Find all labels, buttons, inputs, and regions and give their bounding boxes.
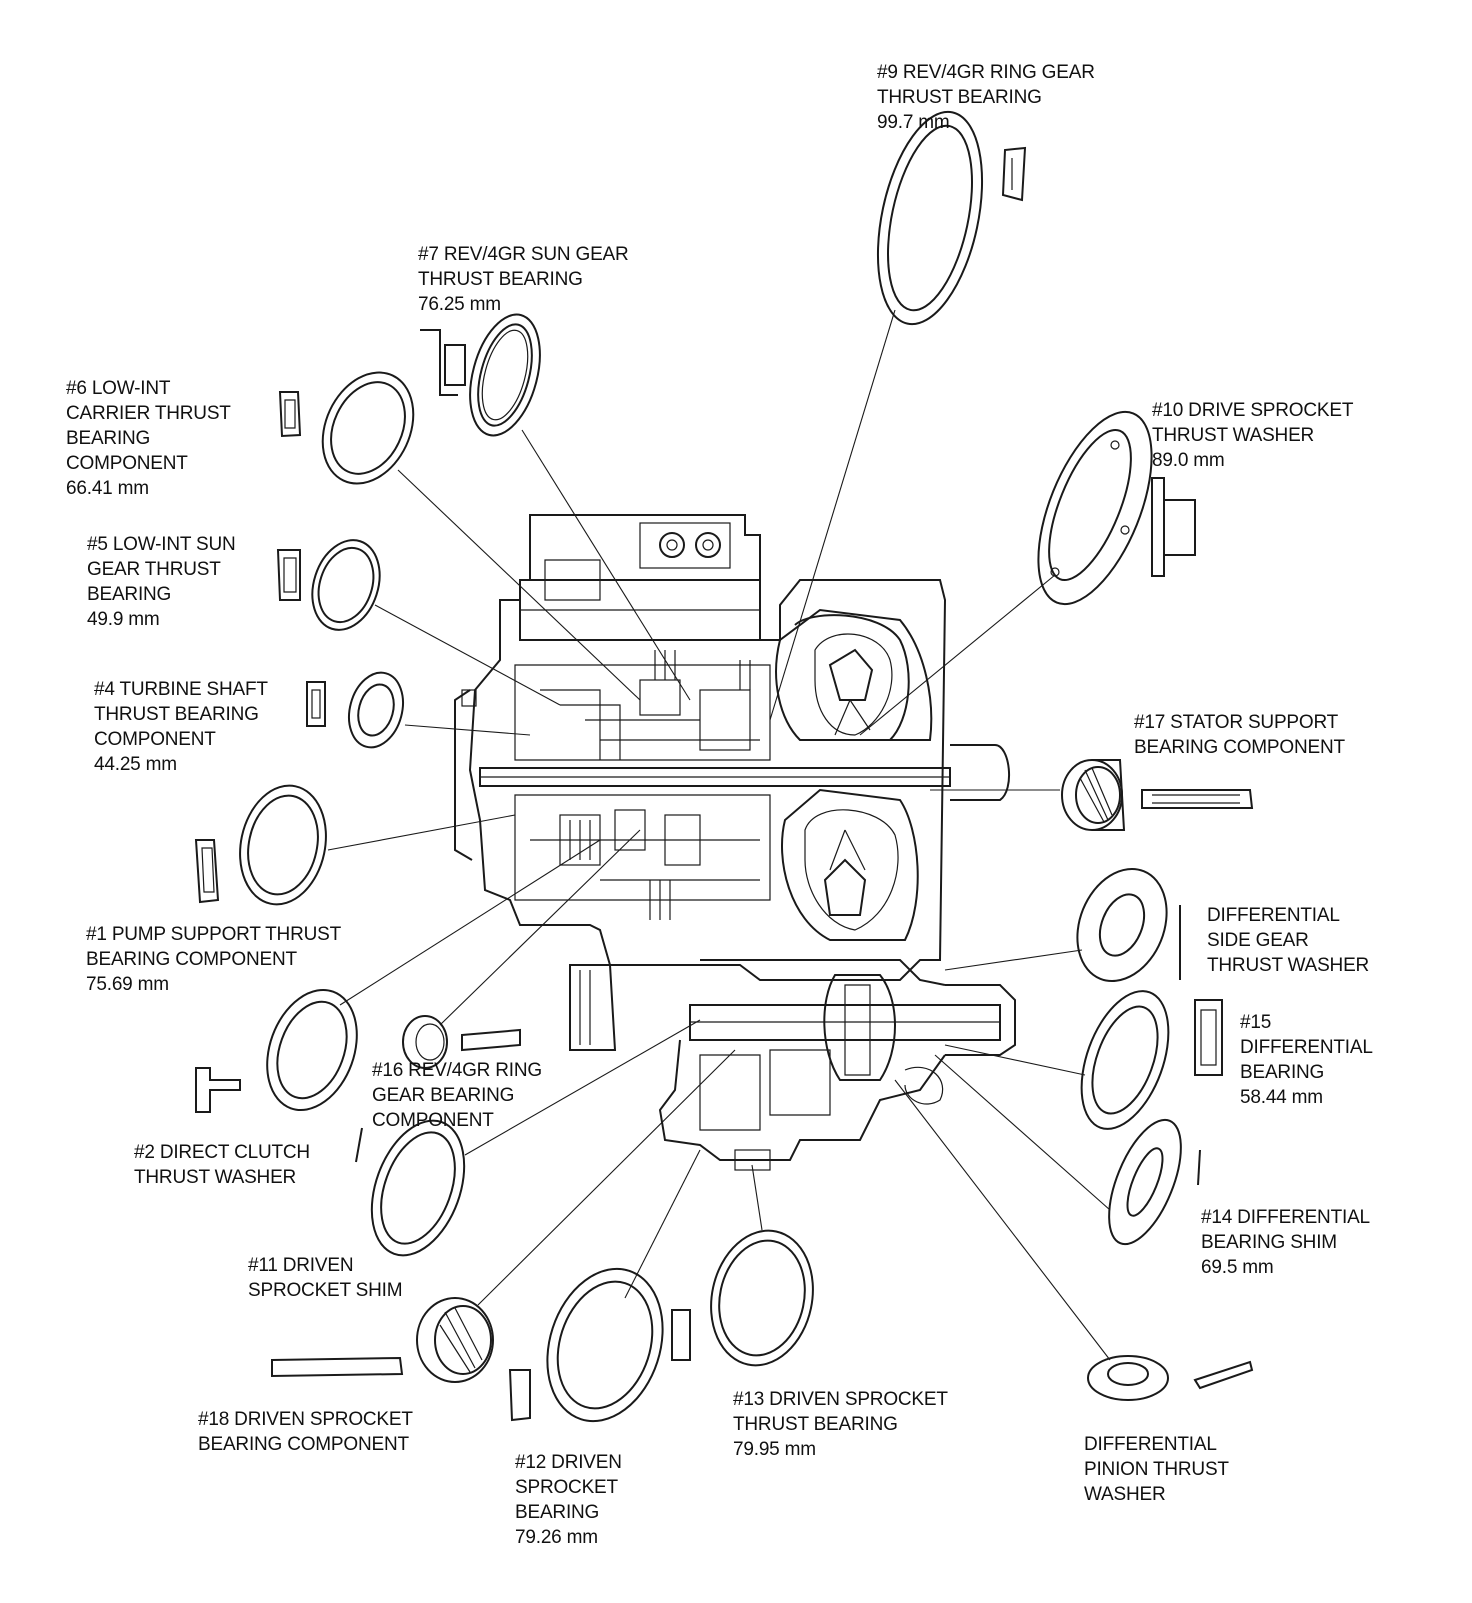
part-13-size: 79.95 mm	[733, 1439, 816, 1460]
part-12-line3: BEARING	[515, 1502, 600, 1523]
driven-sprocket-thrust-bearing-13	[710, 1229, 814, 1367]
transaxle-assembly	[454, 514, 1016, 1171]
part-12-line1: #12 DRIVEN	[515, 1452, 622, 1473]
leader-lines	[327, 309, 1111, 1361]
label-part-12: #12 DRIVEN SPROCKET BEARING 79.26 mm	[515, 1450, 622, 1550]
part-16-desc2: COMPONENT	[372, 1110, 494, 1131]
part-15-line2: DIFFERENTIAL	[1240, 1037, 1373, 1058]
direct-clutch-thrust-washer-2	[195, 988, 363, 1163]
part-1-size: 75.69 mm	[86, 974, 169, 995]
part-6-name: #6 LOW-INT	[66, 378, 171, 399]
part-9-name: #9 REV/4GR RING GEAR	[877, 62, 1095, 83]
part-16-name: #16 REV/4GR RING	[372, 1060, 542, 1081]
stator-support-bearing-17	[1061, 759, 1254, 831]
part-14-name: #14 DIFFERENTIAL	[1201, 1207, 1370, 1228]
part-15-size: 58.44 mm	[1240, 1087, 1323, 1108]
diff-pinion-line1: DIFFERENTIAL	[1084, 1434, 1217, 1455]
part-5-name: #5 LOW-INT SUN	[87, 534, 236, 555]
diff-pinion-line3: WASHER	[1084, 1484, 1166, 1505]
part-6-size: 66.41 mm	[66, 478, 149, 499]
label-part-4: #4 TURBINE SHAFT THRUST BEARING COMPONEN…	[94, 677, 268, 777]
driven-sprocket-bearing-18	[271, 1297, 494, 1383]
part-13-name: #13 DRIVEN SPROCKET	[733, 1389, 948, 1410]
label-part-7: #7 REV/4GR SUN GEAR THRUST BEARING 76.25…	[418, 242, 629, 317]
part-18-desc: BEARING COMPONENT	[198, 1434, 409, 1455]
drive-sprocket-thrust-washer-10	[1037, 410, 1196, 606]
part-5-size: 49.9 mm	[87, 609, 160, 630]
part-10-name: #10 DRIVE SPROCKET	[1152, 400, 1354, 421]
part-4-name: #4 TURBINE SHAFT	[94, 679, 268, 700]
label-part-15: #15 DIFFERENTIAL BEARING 58.44 mm	[1240, 1010, 1373, 1110]
part-1-name: #1 PUMP SUPPORT THRUST	[86, 924, 341, 945]
driven-sprocket-bearing-12	[508, 1267, 691, 1423]
part-6-desc1: CARRIER THRUST	[66, 403, 231, 424]
diff-pinion-line2: PINION THRUST	[1084, 1459, 1229, 1480]
part-1-desc: BEARING COMPONENT	[86, 949, 297, 970]
part-14-desc: BEARING SHIM	[1201, 1232, 1337, 1253]
label-differential-pinion-thrust-washer: DIFFERENTIAL PINION THRUST WASHER	[1084, 1432, 1229, 1507]
part-6-desc2: BEARING	[66, 428, 151, 449]
part-7-name: #7 REV/4GR SUN GEAR	[418, 244, 629, 265]
part-13-desc: THRUST BEARING	[733, 1414, 898, 1435]
diff-side-line2: SIDE GEAR	[1207, 930, 1309, 951]
differential-side-gear-thrust-washer	[1076, 867, 1181, 983]
part-14-size: 69.5 mm	[1201, 1257, 1274, 1278]
label-part-2: #2 DIRECT CLUTCH THRUST WASHER	[134, 1140, 310, 1190]
part-4-desc1: THRUST BEARING	[94, 704, 259, 725]
part-4-desc2: COMPONENT	[94, 729, 216, 750]
differential-pinion-thrust-washer	[1087, 1355, 1254, 1401]
part-10-desc: THRUST WASHER	[1152, 425, 1315, 446]
ring-gear-thrust-bearing-9	[876, 110, 1027, 326]
part-7-size: 76.25 mm	[418, 294, 501, 315]
part-7-desc: THRUST BEARING	[418, 269, 583, 290]
part-17-desc: BEARING COMPONENT	[1134, 737, 1345, 758]
differential-bearing-shim-14	[1108, 1118, 1201, 1246]
part-2-name: #2 DIRECT CLUTCH	[134, 1142, 310, 1163]
label-part-13: #13 DRIVEN SPROCKET THRUST BEARING 79.95…	[733, 1387, 948, 1462]
part-17-name: #17 STATOR SUPPORT	[1134, 712, 1339, 733]
label-part-9: #9 REV/4GR RING GEAR THRUST BEARING 99.7…	[877, 60, 1095, 135]
diff-side-line3: THRUST WASHER	[1207, 955, 1370, 976]
label-part-10: #10 DRIVE SPROCKET THRUST WASHER 89.0 mm	[1152, 398, 1353, 473]
part-9-desc: THRUST BEARING	[877, 87, 1042, 108]
differential-bearing-15	[1080, 990, 1223, 1130]
ring-gear-bearing-16	[402, 1015, 521, 1069]
label-part-17: #17 STATOR SUPPORT BEARING COMPONENT	[1134, 710, 1345, 760]
label-differential-side-gear-thrust-washer: DIFFERENTIAL SIDE GEAR THRUST WASHER	[1207, 903, 1369, 978]
label-part-5: #5 LOW-INT SUN GEAR THRUST BEARING 49.9 …	[87, 532, 236, 632]
part-15-line1: #15	[1240, 1012, 1272, 1033]
part-6-desc3: COMPONENT	[66, 453, 188, 474]
part-16-desc1: GEAR BEARING	[372, 1085, 515, 1106]
part-5-desc1: GEAR THRUST	[87, 559, 221, 580]
part-15-line3: BEARING	[1240, 1062, 1325, 1083]
part-9-size: 99.7 mm	[877, 112, 950, 133]
part-4-size: 44.25 mm	[94, 754, 177, 775]
label-part-18: #18 DRIVEN SPROCKET BEARING COMPONENT	[198, 1407, 413, 1457]
low-int-sun-gear-thrust-bearing-5	[276, 539, 381, 631]
part-10-size: 89.0 mm	[1152, 450, 1225, 471]
part-2-desc: THRUST WASHER	[134, 1167, 297, 1188]
diff-side-line1: DIFFERENTIAL	[1207, 905, 1340, 926]
pump-support-thrust-bearing-1	[194, 784, 327, 906]
label-part-11: #11 DRIVEN SPROCKET SHIM	[248, 1253, 403, 1303]
label-part-6: #6 LOW-INT CARRIER THRUST BEARING COMPON…	[66, 376, 231, 501]
part-11-desc: SPROCKET SHIM	[248, 1280, 403, 1301]
part-18-name: #18 DRIVEN SPROCKET	[198, 1409, 413, 1430]
turbine-shaft-thrust-bearing-4	[306, 671, 404, 749]
sun-gear-thrust-bearing-7	[420, 313, 541, 437]
label-part-14: #14 DIFFERENTIAL BEARING SHIM 69.5 mm	[1201, 1205, 1370, 1280]
low-int-carrier-thrust-bearing-6	[278, 371, 415, 485]
part-12-line2: SPROCKET	[515, 1477, 618, 1498]
driven-sprocket-shim-11	[370, 1119, 466, 1257]
part-11-name: #11 DRIVEN	[248, 1255, 354, 1276]
part-5-desc2: BEARING	[87, 584, 172, 605]
label-part-1: #1 PUMP SUPPORT THRUST BEARING COMPONENT…	[86, 922, 341, 997]
part-12-size: 79.26 mm	[515, 1527, 598, 1548]
label-part-16: #16 REV/4GR RING GEAR BEARING COMPONENT	[372, 1058, 542, 1133]
